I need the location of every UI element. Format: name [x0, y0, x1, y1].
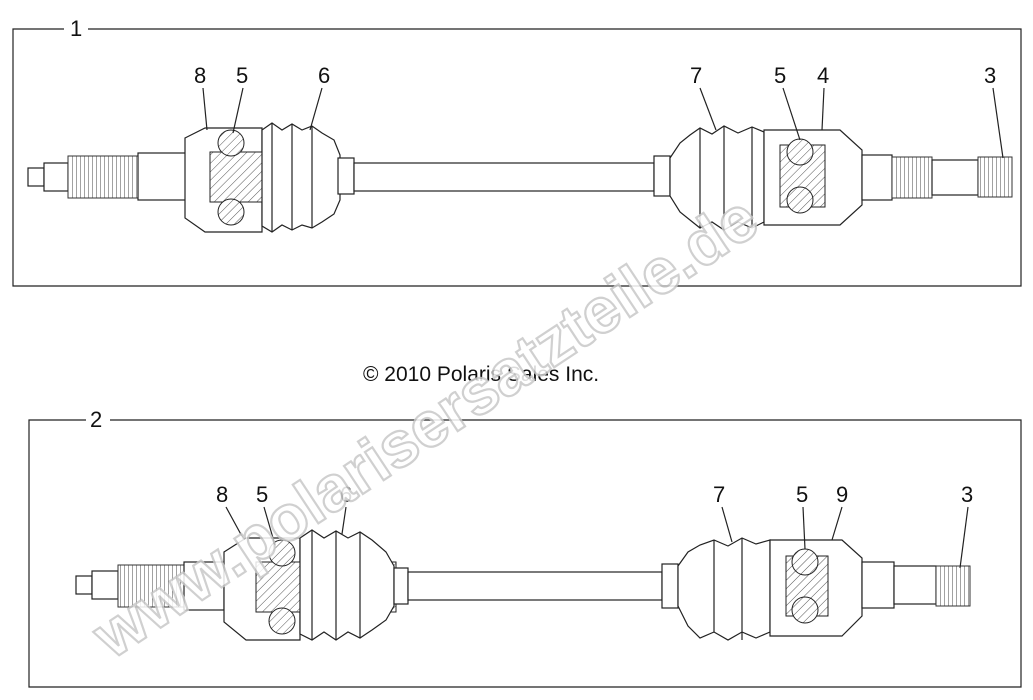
callout-9-a: 9: [831, 482, 848, 541]
callout-8-b: 8: [216, 482, 245, 541]
callout-5-a: 5: [232, 63, 248, 134]
assembly-2: 2: [28, 407, 1022, 688]
callout-7-a: 7: [690, 63, 717, 131]
axle-shaft-2: [75, 529, 971, 641]
svg-text:5: 5: [236, 63, 248, 88]
svg-text:7: 7: [690, 63, 702, 88]
svg-text:6: 6: [340, 482, 352, 507]
axle-shaft-1: [27, 122, 1013, 233]
svg-text:4: 4: [817, 63, 829, 88]
svg-text:9: 9: [836, 482, 848, 507]
callout-5-d: 5: [796, 482, 808, 550]
assembly-1-frame: [12, 28, 1022, 287]
assembly-2-number: 2: [90, 407, 102, 432]
callout-5-b: 5: [774, 63, 801, 141]
svg-text:3: 3: [984, 63, 996, 88]
svg-text:8: 8: [194, 63, 206, 88]
callout-6-b: 6: [340, 482, 352, 535]
callout-6-a: 6: [309, 63, 330, 131]
svg-text:6: 6: [318, 63, 330, 88]
assembly-1: 1: [12, 16, 1022, 287]
svg-text:7: 7: [713, 482, 725, 507]
svg-text:8: 8: [216, 482, 228, 507]
callout-3-b: 3: [959, 482, 973, 569]
assembly-1-number: 1: [70, 16, 82, 41]
svg-text:3: 3: [961, 482, 973, 507]
svg-text:5: 5: [796, 482, 808, 507]
svg-text:5: 5: [256, 482, 268, 507]
assembly-2-frame: [28, 419, 1022, 688]
copyright-notice: © 2010 Polaris Sales Inc.: [363, 363, 599, 386]
callout-4-a: 4: [817, 63, 829, 131]
callout-5-c: 5: [256, 482, 276, 546]
callout-8-a: 8: [194, 63, 208, 131]
callout-7-b: 7: [713, 482, 733, 543]
callout-3-a: 3: [984, 63, 1004, 159]
svg-text:5: 5: [774, 63, 786, 88]
